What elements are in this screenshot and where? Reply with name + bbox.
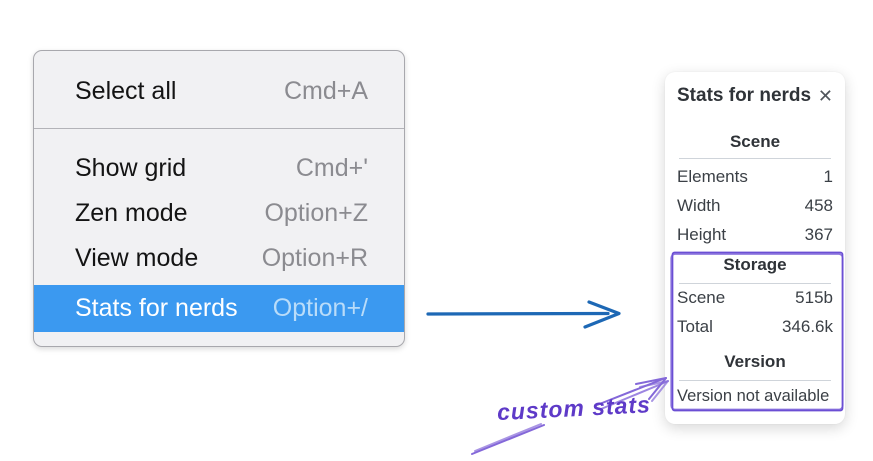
stat-label: Scene bbox=[677, 287, 726, 307]
stat-row-scene-storage: Scene 515b bbox=[677, 283, 833, 312]
section-header-scene: Scene bbox=[729, 132, 781, 151]
stat-label: Width bbox=[677, 195, 721, 215]
stat-label: Elements bbox=[677, 166, 748, 186]
stat-value: 346.6k bbox=[781, 316, 833, 336]
menu-item-show-grid[interactable]: Show grid Cmd+' bbox=[34, 145, 404, 191]
menu-item-zen-mode[interactable]: Zen mode Option+Z bbox=[34, 190, 404, 236]
stat-label: Height bbox=[677, 224, 727, 244]
menu-item-stats-for-nerds[interactable]: Stats for nerds Option+/ bbox=[34, 285, 404, 332]
section-header-version: Version bbox=[724, 352, 786, 371]
menu-item-shortcut: Option+/ bbox=[272, 294, 368, 322]
section-header-storage: Storage bbox=[723, 255, 787, 274]
menu-item-label: Select all bbox=[75, 76, 177, 105]
menu-item-label: View mode bbox=[75, 243, 199, 272]
menu-item-shortcut: Cmd+A bbox=[283, 76, 368, 105]
blue-arrow bbox=[426, 300, 621, 329]
close-icon[interactable]: ✕ bbox=[816, 82, 835, 110]
stat-value: 367 bbox=[804, 224, 833, 244]
context-menu: Select all Cmd+A Show grid Cmd+' Zen mod… bbox=[33, 50, 405, 347]
panel-title: Stats for nerds bbox=[677, 85, 812, 106]
menu-item-select-all[interactable]: Select all Cmd+A bbox=[34, 63, 404, 119]
stat-row-elements: Elements 1 bbox=[677, 162, 833, 191]
stats-for-nerds-panel: Stats for nerds ✕ Scene Elements 1 Width… bbox=[665, 72, 845, 424]
stat-value: 458 bbox=[804, 195, 833, 215]
stat-row-total-storage: Total 346.6k bbox=[677, 312, 833, 341]
section-divider bbox=[679, 158, 831, 159]
menu-item-label: Stats for nerds bbox=[75, 294, 238, 322]
stat-label: Total bbox=[677, 316, 713, 336]
menu-divider bbox=[34, 127, 404, 129]
menu-item-shortcut: Cmd+' bbox=[295, 153, 368, 182]
menu-item-shortcut: Option+Z bbox=[264, 198, 368, 227]
stat-value: 515b bbox=[795, 287, 833, 307]
menu-item-label: Show grid bbox=[75, 153, 187, 182]
version-note: Version not available bbox=[677, 387, 830, 405]
stat-row-height: Height 367 bbox=[677, 220, 833, 249]
section-divider bbox=[679, 380, 831, 381]
stat-row-width: Width 458 bbox=[677, 191, 833, 220]
stat-value: 1 bbox=[823, 166, 833, 186]
menu-item-shortcut: Option+R bbox=[261, 243, 368, 272]
annotation-label: custom stats bbox=[496, 391, 652, 426]
menu-item-label: Zen mode bbox=[75, 198, 188, 227]
menu-item-view-mode[interactable]: View mode Option+R bbox=[34, 235, 404, 281]
panel-header: Stats for nerds ✕ bbox=[677, 82, 835, 110]
